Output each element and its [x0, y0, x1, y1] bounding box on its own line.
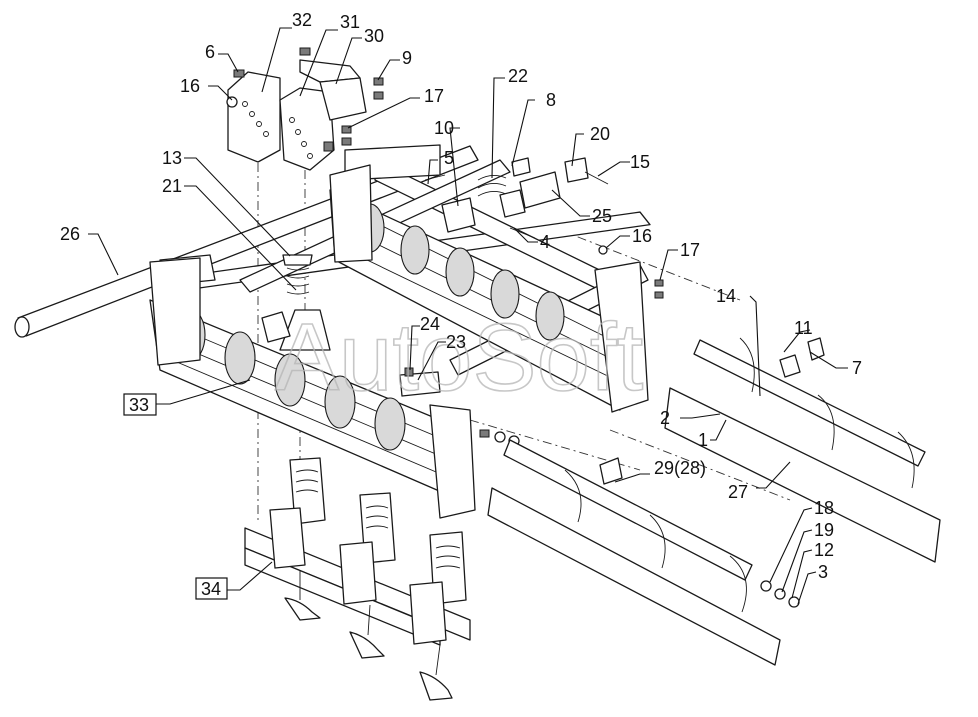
label-part-10: 10 [434, 118, 454, 138]
label-part-26: 26 [60, 224, 80, 244]
label-part-6: 6 [205, 42, 215, 62]
label-part-30: 30 [364, 26, 384, 46]
label-part-19: 19 [814, 520, 834, 540]
label-part-33: 33 [129, 395, 149, 415]
boxed-label-33: 33 [123, 393, 157, 416]
small-hardware [399, 245, 664, 447]
watermark: AutoSoft [275, 304, 643, 411]
label-part-27: 27 [728, 482, 748, 502]
label-part-25: 25 [592, 206, 612, 226]
label-part-17-top: 17 [424, 86, 444, 106]
label-part-2: 2 [660, 408, 670, 428]
roller-rear-right [329, 164, 649, 413]
label-part-22: 22 [508, 66, 528, 86]
label-part-24: 24 [420, 314, 440, 334]
label-part-21: 21 [162, 176, 182, 196]
label-part-32: 32 [292, 10, 312, 30]
part-labels: 32 31 30 9 6 16 17 13 21 26 22 8 10 5 20… [60, 10, 862, 582]
label-part-11: 11 [794, 318, 813, 338]
label-part-31: 31 [340, 12, 360, 32]
spring-assembly-right [424, 157, 609, 239]
label-part-16-top: 16 [180, 76, 200, 96]
label-part-12: 12 [814, 540, 834, 560]
leader-lines [88, 27, 848, 605]
label-part-8: 8 [546, 90, 556, 110]
tine-frame-34 [244, 457, 471, 701]
label-part-34: 34 [201, 579, 221, 599]
label-part-3: 3 [818, 562, 828, 582]
label-part-23: 23 [446, 332, 466, 352]
upper-bracket-assembly [226, 47, 384, 171]
leveling-board-27 [664, 337, 941, 563]
label-part-5: 5 [444, 148, 454, 168]
label-part-15: 15 [630, 152, 650, 172]
label-part-4: 4 [540, 232, 550, 252]
label-part-1: 1 [698, 430, 708, 450]
label-part-29-28: 29(28) [654, 458, 706, 478]
leveling-board-29 [487, 439, 800, 666]
label-part-14: 14 [716, 286, 736, 306]
label-part-20: 20 [590, 124, 610, 144]
label-part-18: 18 [814, 498, 834, 518]
label-part-16-right: 16 [632, 226, 652, 246]
label-part-13: 13 [162, 148, 182, 168]
spring-assembly-left [261, 254, 331, 351]
label-part-7: 7 [852, 358, 862, 378]
label-part-9: 9 [402, 48, 412, 68]
boxed-label-34: 34 [195, 577, 228, 600]
roller-front-left [149, 257, 476, 519]
label-part-17-right: 17 [680, 240, 700, 260]
